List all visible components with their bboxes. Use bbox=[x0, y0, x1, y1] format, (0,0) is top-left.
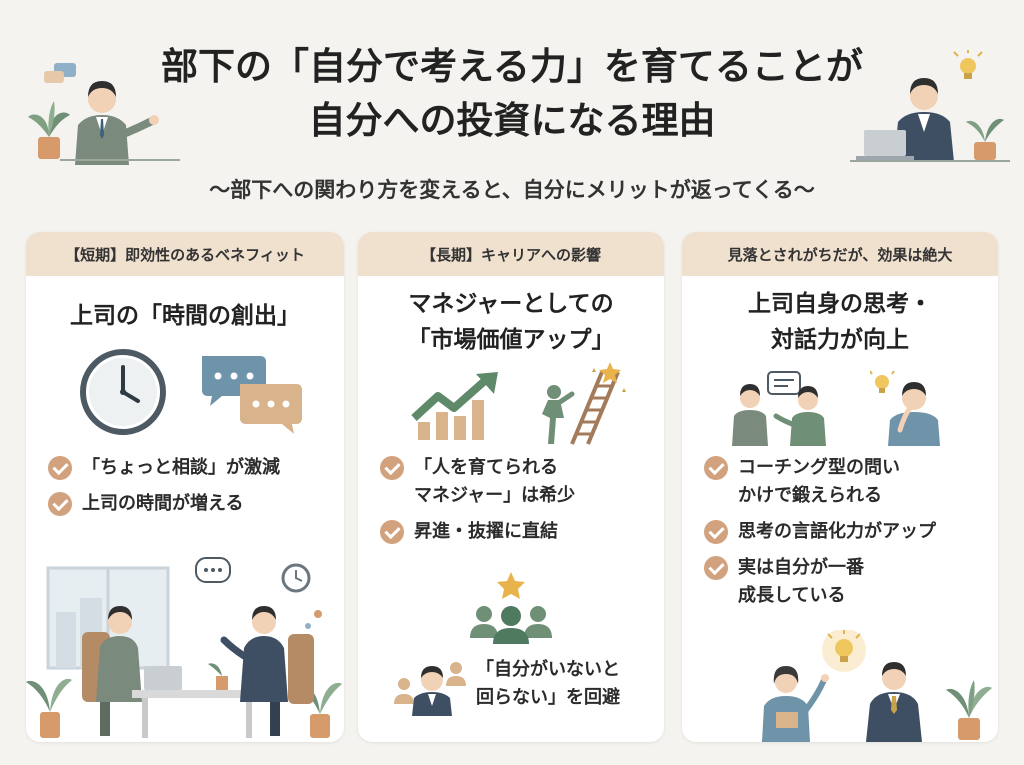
check-icon bbox=[704, 520, 728, 544]
card-long-term: 【長期】キャリアへの影響 マネジャーとしての 「市場価値アップ」 「人を育てられ… bbox=[358, 232, 664, 742]
check-icon bbox=[380, 456, 404, 480]
idea-scene-illustration bbox=[762, 630, 992, 742]
check-icon bbox=[48, 492, 72, 516]
heading-line-2: 「市場価値アップ」 bbox=[407, 327, 615, 353]
list-item: 「ちょっと相談」が激減 bbox=[48, 454, 334, 482]
laptop-icon bbox=[856, 130, 914, 160]
card-heading: 上司自身の思考・ 対話力が向上 bbox=[682, 286, 998, 358]
list-item: 昇進・抜擢に直結 bbox=[380, 518, 654, 546]
title-line-2: 自分への投資になる理由 bbox=[308, 99, 716, 142]
check-list: 「ちょっと相談」が激減 上司の時間が増える bbox=[48, 454, 334, 526]
team-star-icon bbox=[470, 572, 552, 644]
avoid-dependency-note: 「自分がいないと 回らない」を回避 bbox=[476, 659, 620, 708]
check-icon bbox=[380, 520, 404, 544]
chat-bubbles-icon bbox=[202, 356, 302, 434]
thinking-person-icon bbox=[870, 370, 940, 446]
check-icon bbox=[704, 456, 728, 480]
plant-icon bbox=[28, 101, 70, 159]
laptop-worker-illustration bbox=[850, 50, 1010, 162]
businesswoman-icon bbox=[762, 666, 829, 742]
plant-icon bbox=[26, 678, 72, 738]
plant-icon bbox=[208, 663, 228, 690]
list-item: 上司の時間が増える bbox=[48, 490, 334, 518]
manager-icon bbox=[394, 662, 466, 716]
card-short-term: 【短期】即効性のあるベネフィット 上司の「時間の創出」 「ちょっと相談」が激減 … bbox=[26, 232, 344, 742]
businessman-icon bbox=[220, 606, 314, 736]
heading-line-1: マネジャーとしての bbox=[408, 291, 614, 317]
businessman-icon bbox=[82, 606, 142, 736]
check-list: コーチング型の問い かけで鍛えられる 思考の言語化力がアップ 実は自分が一番 成… bbox=[704, 454, 988, 618]
businessman-icon bbox=[894, 78, 954, 162]
heading-line-2: 対話力が向上 bbox=[771, 327, 909, 353]
dialogue-icon bbox=[732, 371, 826, 446]
meeting-scene-illustration bbox=[26, 557, 342, 738]
lightbulb-icon bbox=[953, 50, 983, 79]
list-item: コーチング型の問い かけで鍛えられる bbox=[704, 454, 988, 510]
check-list: 「人を育てられる マネジャー」は希少 昇進・抜擢に直結 bbox=[380, 454, 654, 554]
check-icon bbox=[704, 556, 728, 580]
laptop-icon bbox=[144, 666, 182, 690]
card-tag: 【短期】即効性のあるベネフィット bbox=[26, 232, 344, 276]
plant-icon bbox=[946, 680, 992, 740]
page-subtitle: 〜部下への関わり方を変えると、自分にメリットが返ってくる〜 bbox=[209, 178, 815, 202]
check-icon bbox=[48, 456, 72, 480]
card-tag: 見落とされがちだが、効果は絶大 bbox=[682, 232, 998, 276]
title-line-1: 部下の「自分で考える力」を育てることが bbox=[161, 45, 863, 88]
businessman-icon bbox=[866, 662, 922, 742]
businessman-icon bbox=[75, 81, 159, 165]
card-heading: マネジャーとしての 「市場価値アップ」 bbox=[358, 286, 664, 358]
card-tag: 【長期】キャリアへの影響 bbox=[358, 232, 664, 276]
card-heading: 上司の「時間の創出」 bbox=[70, 303, 300, 329]
growth-chart-icon bbox=[411, 372, 498, 440]
list-item: 「人を育てられる マネジャー」は希少 bbox=[380, 454, 654, 510]
presenter-illustration bbox=[28, 63, 180, 165]
list-item: 思考の言語化力がアップ bbox=[704, 518, 988, 546]
clock-icon bbox=[281, 563, 311, 593]
heading-line-1: 上司自身の思考・ bbox=[748, 291, 932, 317]
speech-bubble-icon bbox=[44, 63, 76, 83]
lightbulb-icon bbox=[827, 630, 861, 662]
ladder-climber-icon bbox=[542, 362, 626, 445]
chat-bubble-icon bbox=[195, 557, 231, 583]
page-title: 部下の「自分で考える力」を育てることが 自分への投資になる理由 bbox=[0, 40, 1024, 148]
plant-icon bbox=[966, 118, 1004, 160]
clock-icon bbox=[80, 349, 166, 435]
card-thinking: 見落とされがちだが、効果は絶大 上司自身の思考・ 対話力が向上 コーチング型の問… bbox=[682, 232, 998, 742]
list-item: 実は自分が一番 成長している bbox=[704, 554, 988, 610]
